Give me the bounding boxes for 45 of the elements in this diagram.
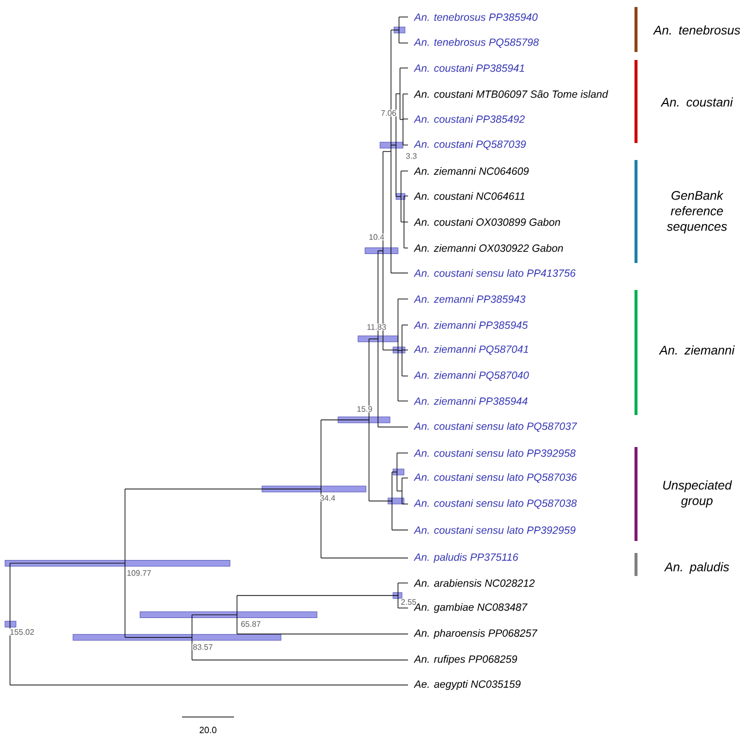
node-age-label: 65.87 bbox=[240, 620, 262, 628]
tip-label: An. coustani sensu lato PQ587037 bbox=[414, 422, 578, 432]
tip-label: An. coustani sensu lato PQ587036 bbox=[414, 473, 577, 483]
tip-label: An. coustani PP385941 bbox=[414, 64, 524, 72]
tip-label: An. pharoensis PP068257 bbox=[414, 629, 538, 639]
tip-label: An. ziemanni PQ587041 bbox=[414, 345, 528, 355]
clade-label: An. ziemanni bbox=[658, 345, 735, 355]
tip-label: An. ziemanni PP385944 bbox=[414, 397, 528, 405]
tip-label: An. ziemanni OX030922 Gabon bbox=[414, 244, 563, 252]
tip-label: An. coustani sensu lato PP392959 bbox=[414, 526, 576, 534]
node-age-label: 15.9 bbox=[356, 406, 373, 412]
node-age-label: 7.06 bbox=[380, 110, 397, 116]
clade-label: An. coustani bbox=[660, 97, 734, 107]
clade-label: GenBank reference sequences bbox=[666, 190, 727, 234]
tip-label: An. paludis PP375116 bbox=[414, 553, 518, 563]
tip-label: An. coustani sensu lato PP413756 bbox=[414, 269, 576, 277]
scale-label: 20.0 bbox=[200, 726, 216, 734]
clade-label: Unspeciated group bbox=[663, 480, 732, 508]
node-age-label: 2.55 bbox=[400, 598, 417, 606]
tip-label: An. zemanni PP385943 bbox=[414, 295, 526, 303]
node-age-label: 11.83 bbox=[366, 324, 387, 330]
node-age-label: 109.77 bbox=[126, 570, 152, 576]
tip-label: An. ziemanni PQ587040 bbox=[414, 371, 529, 381]
tip-label: An. coustani NC064611 bbox=[414, 192, 524, 200]
tip-label: An. ziemanni NC064609 bbox=[414, 167, 529, 175]
tip-label: An. tenebrosus PP385940 bbox=[414, 13, 538, 21]
node-age-label: 155.02 bbox=[9, 628, 35, 636]
tip-label: An. coustani OX030899 Gabon bbox=[414, 218, 560, 226]
clade-label: An. paludis bbox=[664, 562, 730, 574]
tip-label: An. arabiensis NC028212 bbox=[414, 579, 535, 587]
tip-label: An. coustani PP385492 bbox=[414, 115, 525, 123]
tip-label: An. coustani sensu lato PQ587038 bbox=[414, 499, 577, 509]
clade-label: An. tenebrosus bbox=[652, 25, 740, 35]
tip-label: An. coustani MTB06097 São Tome island bbox=[414, 90, 608, 98]
tip-label: Ae. aegypti NC035159 bbox=[414, 680, 521, 690]
tip-label: An. tenebrosus PQ585798 bbox=[414, 38, 539, 48]
node-age-label: 83.57 bbox=[192, 644, 214, 650]
node-age-label: 3.3 bbox=[405, 152, 418, 160]
node-age-label: 10.4 bbox=[368, 234, 385, 240]
tip-label: An. gambiae NC083487 bbox=[414, 603, 528, 613]
tip-label: An. coustani sensu lato PP392958 bbox=[414, 449, 576, 457]
tip-label: An. ziemanni PP385945 bbox=[414, 321, 528, 329]
tip-label: An. coustani PQ587039 bbox=[414, 140, 526, 150]
node-age-label: 34.4 bbox=[319, 494, 336, 502]
tip-label: An. rufipes PP068259 bbox=[414, 655, 518, 665]
